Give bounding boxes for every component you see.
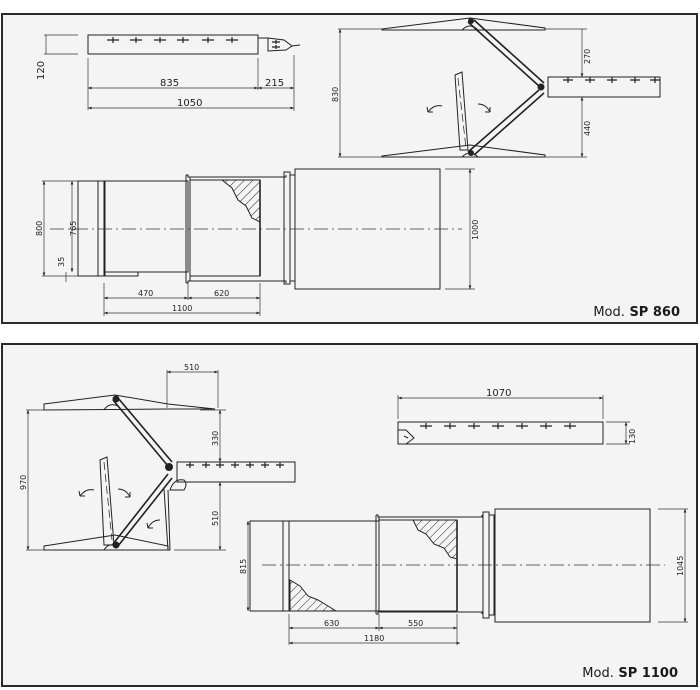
rotate-left-arrow-icon	[426, 105, 443, 113]
model-label: Mod. SP 1100	[582, 666, 678, 681]
plan-view	[50, 168, 462, 290]
dim-35: 35	[57, 257, 66, 267]
dim-1045: 1045	[676, 556, 685, 576]
panel-sp-1100: 510 330 510 970 1070 130	[1, 343, 698, 687]
rotate-right-arrow-icon	[477, 103, 491, 113]
rotate-left-arrow-icon	[78, 489, 95, 497]
dim-510-top: 510	[184, 363, 199, 372]
dimension-bar-lengths: 835 215 1050	[87, 55, 295, 111]
plan-view-dimensions: 800 765 35 1000 470 620 1100	[35, 168, 480, 316]
dim-1180: 1180	[364, 634, 384, 643]
top-view-arms	[381, 17, 661, 158]
dim-830: 830	[331, 87, 340, 102]
dim-815: 815	[239, 559, 248, 574]
dim-550: 550	[408, 619, 423, 628]
panel-frame	[1, 343, 698, 687]
dim-1050: 1050	[177, 98, 202, 109]
top-view-dimensions: 510 330 510 970	[19, 363, 226, 551]
dim-510: 510	[211, 511, 220, 526]
side-view-bar: 1070 130	[397, 388, 637, 445]
dim-470: 470	[138, 289, 153, 298]
dim-1100: 1100	[172, 304, 192, 313]
dim-620: 620	[214, 289, 229, 298]
dim-835: 835	[160, 78, 179, 89]
dim-1070: 1070	[486, 388, 511, 399]
rotate-right-arrow-icon	[117, 488, 131, 498]
plan-view	[249, 508, 665, 623]
dim-1000: 1000	[471, 220, 480, 240]
model-label: Mod. SP 860	[593, 305, 680, 320]
dim-800: 800	[35, 221, 44, 236]
dim-330: 330	[211, 431, 220, 446]
dimension-arm-span: 830 270 440	[331, 28, 592, 158]
dim-440: 440	[583, 121, 592, 136]
side-view-bar	[87, 34, 301, 55]
dim-270: 270	[583, 49, 592, 64]
dim-765: 765	[69, 221, 78, 236]
panel-sp-860: 120 835 215 1050	[1, 13, 698, 324]
bar-holes	[107, 37, 238, 43]
dim-630: 630	[324, 619, 339, 628]
dim-130: 130	[628, 429, 637, 444]
dim-215: 215	[265, 78, 284, 89]
rotate-arrow-icon	[146, 519, 161, 529]
dimension-bar-height: 120	[36, 34, 78, 80]
dim-120: 120	[36, 61, 47, 80]
plan-view-dimensions: 815 1045 630 550 1180	[239, 508, 688, 645]
dim-970: 970	[19, 475, 28, 490]
